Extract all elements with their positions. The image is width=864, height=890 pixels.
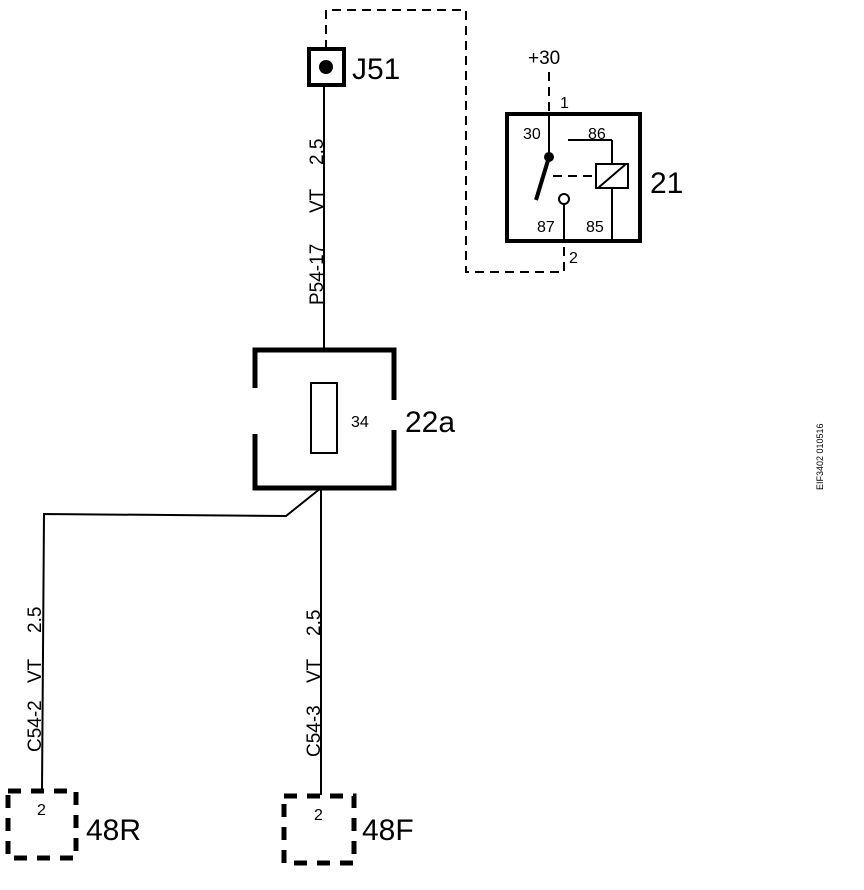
wire-left-color: VT bbox=[25, 658, 46, 683]
fuse-box-22a[interactable]: 34 22a bbox=[252, 347, 455, 491]
fuse-element[interactable] bbox=[310, 382, 338, 454]
fuse-box-label: 22a bbox=[405, 406, 455, 439]
wire-center-size: 2.5 bbox=[304, 610, 325, 636]
relay-terminal-30: 30 bbox=[523, 126, 541, 143]
relay-label: 21 bbox=[650, 167, 683, 200]
wire-top-color: VT bbox=[307, 188, 328, 213]
dashed-control-link bbox=[325, 9, 565, 273]
wire-left-size: 2.5 bbox=[25, 607, 46, 633]
connector-front-pin: 2 bbox=[314, 807, 323, 824]
connector-48f[interactable]: 2 48F bbox=[281, 793, 414, 866]
junction-label: J51 bbox=[352, 53, 400, 86]
wire-top-code: P54-17 bbox=[307, 244, 328, 305]
relay-supply-label: +30 bbox=[528, 48, 560, 69]
wire-center-color: VT bbox=[304, 658, 325, 683]
relay-terminal-85: 85 bbox=[586, 219, 604, 236]
wire-center-code: C54-3 bbox=[304, 705, 325, 757]
wire-left[interactable] bbox=[41, 487, 322, 791]
relay-terminal-86: 86 bbox=[588, 126, 606, 143]
connector-48r[interactable]: 2 48R bbox=[5, 788, 141, 861]
wire-left-code: C54-2 bbox=[25, 700, 46, 752]
relay-pin-top: 1 bbox=[560, 95, 569, 112]
relay-21[interactable]: +30 1 30 86 87 85 2 21 bbox=[505, 48, 683, 267]
connector-rear-label: 48R bbox=[86, 814, 141, 847]
fuse-number: 34 bbox=[351, 414, 369, 431]
junction-j51[interactable]: J51 bbox=[307, 47, 400, 87]
wire-top-size: 2.5 bbox=[307, 139, 328, 165]
figure-id: EIF3402 010516 bbox=[815, 423, 825, 490]
relay-pin-bottom: 2 bbox=[569, 250, 578, 267]
connector-front-label: 48F bbox=[362, 814, 414, 847]
relay-terminal-87: 87 bbox=[537, 219, 555, 236]
connector-rear-pin: 2 bbox=[37, 802, 46, 819]
